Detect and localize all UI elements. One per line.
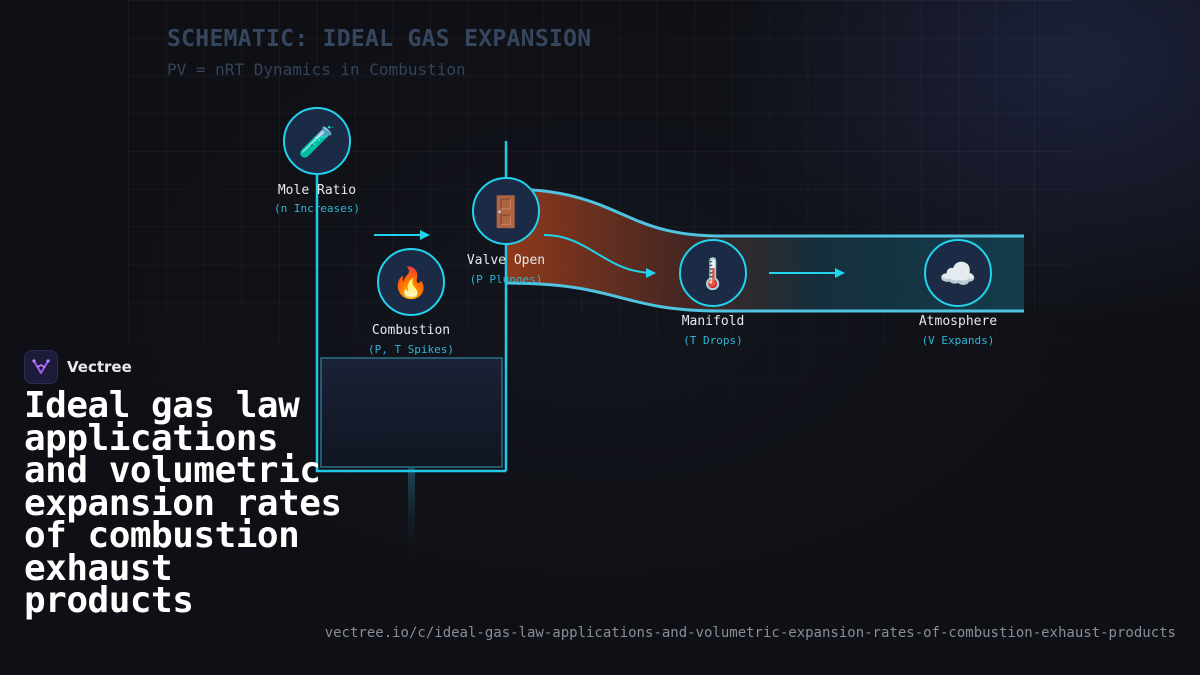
door-icon: 🚪	[487, 194, 524, 230]
node-sub-combustion: (P, T Spikes)	[368, 343, 454, 356]
fire-icon: 🔥	[392, 265, 429, 301]
node-atmosphere: ☁️ Atmosphere (V Expands)	[919, 239, 997, 347]
node-label-atmosphere: Atmosphere	[919, 314, 997, 329]
cloud-icon: ☁️	[939, 257, 976, 292]
vectree-logo-icon	[24, 350, 58, 384]
headline: Ideal gas law applications and volumetri…	[24, 385, 342, 621]
combustion-chamber	[320, 357, 503, 468]
brand: Vectree	[24, 350, 132, 384]
node-sub-mole-ratio: (n Increases)	[274, 202, 360, 215]
node-sub-atmosphere: (V Expands)	[922, 334, 995, 347]
arrow-valve-to-manifold	[543, 234, 656, 278]
brand-name: Vectree	[67, 358, 132, 376]
flow-band-top-edge	[505, 187, 1024, 238]
node-label-combustion: Combustion	[372, 323, 450, 338]
flow-band-bottom-edge	[505, 281, 1024, 313]
node-label-valve-open: Valve Open	[467, 253, 545, 268]
page-url[interactable]: vectree.io/c/ideal-gas-law-applications-…	[324, 625, 1176, 641]
schematic-title: SCHEMATIC: IDEAL GAS EXPANSION	[167, 26, 592, 52]
piston-stem	[408, 468, 415, 565]
cylinder-left-wall	[315, 175, 506, 473]
node-label-manifold: Manifold	[682, 314, 745, 329]
node-label-mole-ratio: Mole Ratio	[278, 183, 356, 198]
test-tube-icon: 🧪	[298, 125, 335, 160]
node-sub-manifold: (T Drops)	[683, 334, 743, 347]
node-manifold: 🌡️ Manifold (T Drops)	[679, 239, 747, 347]
node-valve-open: 🚪 Valve Open (P Plunges)	[467, 177, 545, 286]
schematic-subtitle: PV = nRT Dynamics in Combustion	[167, 60, 466, 79]
node-mole-ratio: 🧪 Mole Ratio (n Increases)	[274, 107, 360, 215]
thermometer-icon: 🌡️	[694, 256, 731, 292]
exhaust-flow-band	[506, 189, 1024, 311]
node-sub-valve-open: (P Plunges)	[470, 273, 543, 286]
node-combustion: 🔥 Combustion (P, T Spikes)	[368, 248, 454, 356]
